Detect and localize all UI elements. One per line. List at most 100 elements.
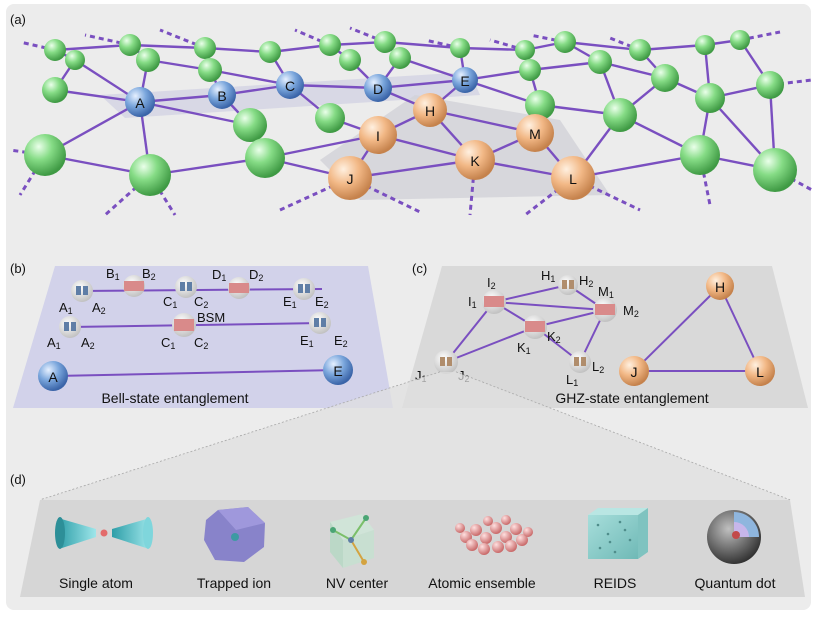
label-h1: H1 — [541, 268, 555, 284]
qubit-e1-row2 — [314, 318, 319, 327]
node-c-label: C — [285, 78, 295, 94]
node-j-label: J — [347, 171, 354, 187]
node-i — [359, 116, 397, 154]
memory-node-h — [558, 275, 578, 295]
label-l1: L1 — [566, 372, 578, 388]
label-c2: C2 — [194, 294, 208, 310]
trapped-ion-icon — [204, 507, 265, 562]
ghz-end-label-l: L — [756, 364, 764, 380]
label-c1: C1 — [163, 294, 177, 310]
memory-node-a-row2 — [59, 316, 81, 338]
qubit-e1 — [298, 284, 303, 293]
bell-end-node-a — [38, 361, 68, 391]
label-i2: I2 — [487, 275, 496, 291]
bell-end-label-e: E — [333, 363, 342, 379]
node-l — [551, 156, 595, 200]
green-node — [136, 48, 160, 72]
qubit-a2-row2 — [71, 322, 76, 331]
qubit-h1 — [562, 280, 567, 289]
green-node — [753, 148, 797, 192]
green-node — [695, 83, 725, 113]
qubit-l2 — [581, 357, 586, 366]
green-node — [129, 154, 171, 196]
ghz-end-label-h: H — [715, 279, 725, 295]
ghz-end-node-j — [619, 356, 649, 386]
platform-label-nv-center: NV center — [326, 575, 389, 591]
green-node — [374, 31, 396, 53]
ghz-end-node-h — [706, 272, 734, 300]
green-node — [515, 40, 535, 60]
bell-row1-nodes — [71, 275, 315, 302]
qubit-a2 — [83, 286, 88, 295]
green-node — [603, 98, 637, 132]
label-k1: K1 — [517, 340, 531, 356]
label-a1-row2: A1 — [47, 335, 61, 351]
green-node — [259, 41, 281, 63]
green-node — [119, 34, 141, 56]
qubit-h2 — [569, 280, 574, 289]
green-node — [44, 39, 66, 61]
label-a2: A2 — [92, 300, 106, 316]
qubit-e2-row2 — [321, 318, 326, 327]
reids-icon — [588, 508, 648, 559]
nv-center-icon — [330, 514, 374, 568]
label-e2: E2 — [315, 294, 329, 310]
bell-row1-labels: A1 A2 B1 B2 C1 C2 D1 D2 E1 E2 — [59, 266, 329, 316]
node-a-label: A — [135, 95, 145, 111]
bell-end-node-e — [323, 355, 353, 385]
node-b-label: B — [217, 88, 226, 104]
green-node — [695, 35, 715, 55]
label-a2-row2: A2 — [81, 335, 95, 351]
memory-node-c — [175, 276, 197, 298]
label-d2: D2 — [249, 267, 263, 283]
node-b — [208, 81, 236, 109]
qubit-j1 — [440, 357, 445, 366]
memory-node-j — [434, 350, 458, 374]
platform-label-trapped-ion: Trapped ion — [197, 575, 271, 591]
label-e1: E1 — [283, 294, 297, 310]
label-e2-row2: E2 — [334, 333, 348, 349]
green-node — [42, 77, 68, 103]
label-b1: B1 — [106, 266, 120, 282]
green-node — [680, 135, 720, 175]
platform-label-atomic-ensemble: Atomic ensemble — [428, 575, 536, 591]
platform-label-quantum-dot: Quantum dot — [695, 575, 776, 591]
label-a1: A1 — [59, 300, 73, 316]
green-node — [525, 90, 555, 120]
ghz-box-i — [484, 296, 504, 307]
qubit-c1 — [180, 282, 185, 291]
node-l-label: L — [569, 171, 577, 187]
green-node — [756, 71, 784, 99]
qubit-c2 — [187, 282, 192, 291]
green-node — [194, 37, 216, 59]
green-node — [245, 138, 285, 178]
green-node — [450, 38, 470, 58]
label-m1: M1 — [598, 284, 614, 300]
node-i-label: I — [376, 128, 380, 144]
label-e1-row2: E1 — [300, 333, 314, 349]
memory-node-e — [293, 278, 315, 300]
green-node — [24, 134, 66, 176]
node-m-label: M — [529, 126, 541, 142]
bell-row2-labels: A1 A2 C1 C2 E1 E2 — [47, 333, 348, 351]
label-b2: B2 — [142, 266, 156, 282]
green-node — [198, 58, 222, 82]
memory-node-e-row2 — [309, 312, 331, 334]
green-nodes — [24, 30, 797, 196]
green-node — [339, 49, 361, 71]
node-k-label: K — [470, 153, 480, 169]
green-node — [315, 103, 345, 133]
node-e — [452, 67, 478, 93]
label-h2: H2 — [579, 273, 593, 289]
node-d-label: D — [373, 81, 383, 97]
ghz-end-label-j: J — [631, 364, 638, 380]
node-e-label: E — [460, 73, 469, 89]
blue-nodes: A B C D E — [125, 67, 478, 117]
node-h — [413, 93, 447, 127]
ghz-box-k — [525, 321, 545, 332]
bell-caption: Bell-state entanglement — [101, 390, 248, 406]
label-m2: M2 — [623, 303, 639, 319]
bsm-label: BSM — [197, 310, 225, 325]
panel-label-d: (d) — [10, 472, 26, 487]
node-m — [516, 114, 554, 152]
